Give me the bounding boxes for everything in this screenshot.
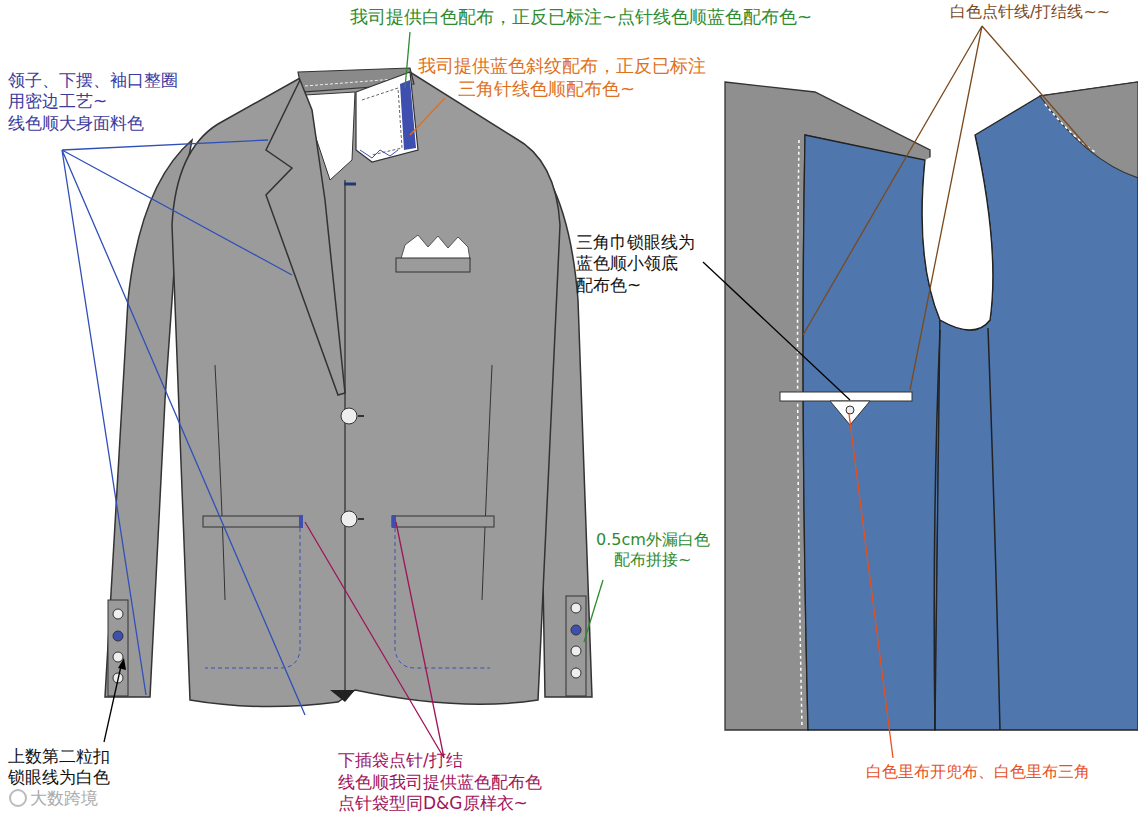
- leader-line: [62, 140, 305, 715]
- note-label: 三角巾锁眼线为 蓝色顺小领底 配布色~: [576, 232, 695, 296]
- leader-line: [584, 580, 603, 642]
- note-label: 0.5cm外漏白色 配布拼接~: [596, 530, 710, 570]
- cuff-vent: [566, 596, 586, 696]
- note-label: 领子、下摆、袖口整圈 用密边工艺~ 线色顺大身面料色: [8, 70, 178, 134]
- note-label: 白色里布开兜布、白色里布三角: [866, 762, 1090, 782]
- watermark-logo: [10, 790, 26, 806]
- leader-line: [410, 98, 445, 135]
- button: [341, 511, 357, 527]
- button: [341, 408, 357, 424]
- note-label: 白色点针线/打结线~~: [950, 2, 1110, 22]
- lining-seam: [934, 328, 1000, 730]
- leader-line: [104, 666, 121, 742]
- lining-left: [803, 135, 940, 730]
- arrow-head: [118, 658, 126, 670]
- stand-collar: [356, 72, 418, 162]
- note-label: 上数第二粒扣 锁眼线为白色: [8, 746, 110, 789]
- side-dart: [215, 365, 225, 600]
- watermark: 大数跨境: [30, 788, 98, 809]
- collar-stitch: [362, 88, 402, 155]
- collar-buttonhole: [344, 183, 356, 186]
- leader-line: [305, 522, 444, 758]
- pocket-welt: [203, 516, 301, 527]
- leader-line: [849, 414, 893, 758]
- leader-line: [803, 26, 1090, 390]
- side-dart: [482, 365, 492, 600]
- bartack: [299, 515, 303, 528]
- button-shank: [358, 416, 364, 519]
- armhole: [922, 135, 993, 330]
- note-label: 我司提供蓝色斜纹配布，正反已标注 三角针线色顺配布色~: [418, 55, 706, 100]
- note-label: 下插袋点针/打结 线色顺我司提供蓝色配布色 点针袋型同D&G原样衣~: [338, 750, 542, 814]
- facing-right: [1040, 82, 1138, 178]
- triangle-stitch: [360, 150, 398, 158]
- pocket-bag-stitch: [395, 528, 490, 668]
- jacket-body: [172, 72, 560, 707]
- pocket-welt: [392, 516, 494, 527]
- front-edge: [344, 180, 345, 690]
- lapel: [266, 80, 345, 395]
- leader-line: [405, 32, 410, 88]
- leader-line: [703, 262, 850, 400]
- chest-pocket: [396, 258, 470, 272]
- note-label: 我司提供白色配布，正反已标注~点针线色顺蓝色配布色~: [350, 6, 812, 29]
- hem-gap: [330, 690, 355, 702]
- bartack: [392, 515, 396, 528]
- white-topstitch: [798, 140, 802, 728]
- collar-blue-binding: [400, 80, 416, 150]
- pocket-bag-stitch: [205, 528, 300, 668]
